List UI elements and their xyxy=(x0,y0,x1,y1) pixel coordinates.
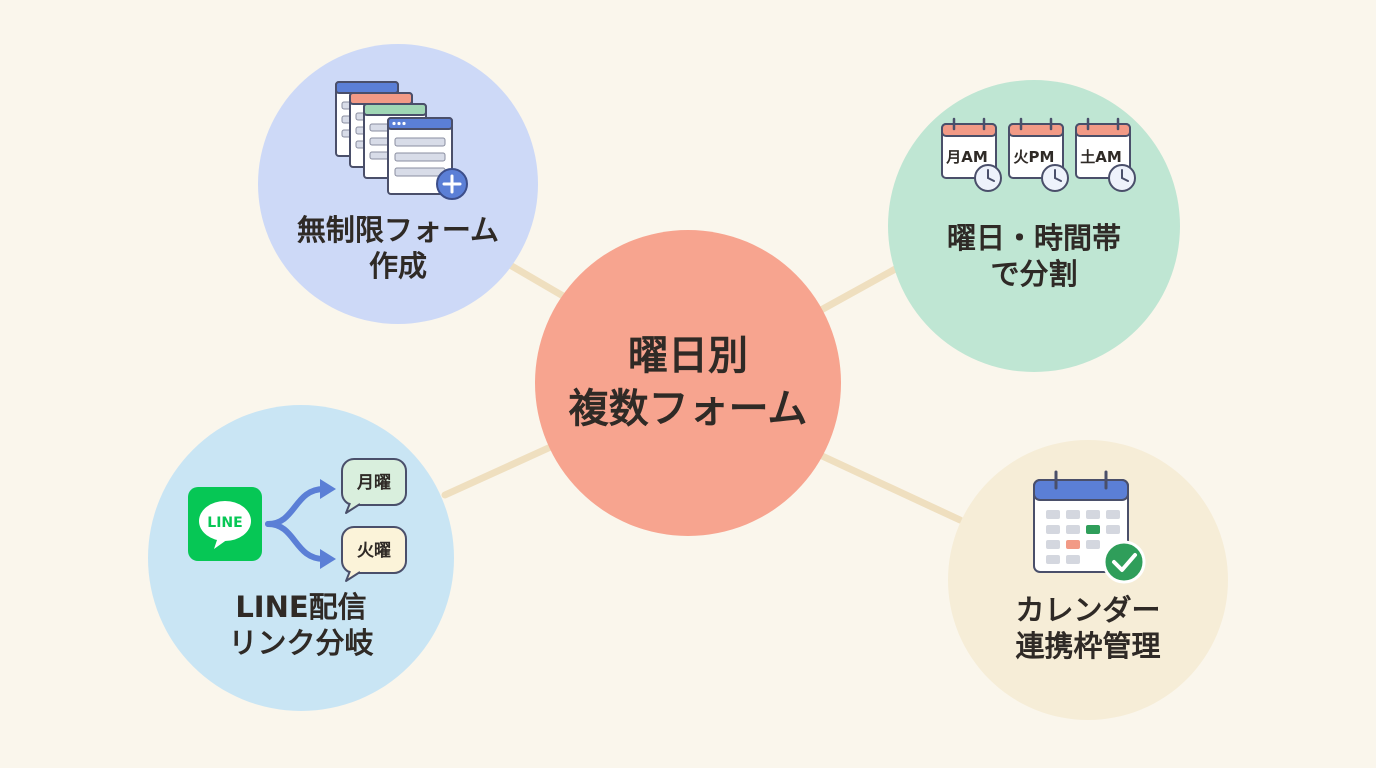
stacked-forms-plus-icon xyxy=(335,81,468,200)
line-label-line1: LINE配信 xyxy=(235,590,367,624)
check-icon xyxy=(1102,540,1146,584)
schedule-label-line1: 曜日・時間帯 xyxy=(946,221,1121,255)
line-label-line2: リンク分岐 xyxy=(228,626,374,661)
center-label: 曜日別 複数フォーム xyxy=(535,330,841,436)
node-unlimited-forms: 無制限フォーム 作成 xyxy=(258,44,538,324)
line-logo-icon: LINE xyxy=(188,487,262,561)
center-node: 曜日別 複数フォーム xyxy=(535,230,841,536)
calendar-tue-pm: 火PM xyxy=(1008,117,1069,192)
slot-booked-red xyxy=(1066,540,1080,549)
arrow-head-upper xyxy=(320,479,336,499)
forms-label-line2: 作成 xyxy=(368,249,427,284)
calendar-check-icon xyxy=(1033,470,1146,584)
calendar-label-tue-pm: 火PM xyxy=(1014,148,1055,166)
arrow-head-lower xyxy=(320,549,336,569)
connector-forms xyxy=(506,261,574,304)
connector-calendar xyxy=(816,451,964,524)
center-label-line2: 複数フォーム xyxy=(568,386,808,433)
branch-label-tuesday: 火曜 xyxy=(357,541,391,561)
node-calendar-slots: カレンダー 連携枠管理 xyxy=(948,440,1228,720)
forms-label: 無制限フォーム 作成 xyxy=(258,212,538,285)
connector-schedule xyxy=(808,258,912,319)
connector-line xyxy=(441,441,559,499)
plus-icon xyxy=(436,168,468,200)
forms-label-line1: 無制限フォーム xyxy=(296,213,500,247)
calendar-clock-icon: 月AM 火PM 土AM xyxy=(941,117,1136,192)
node-line-branching: LINE 月曜 火曜 LINE配信 リンク分岐 xyxy=(148,405,454,711)
line-logo-text: LINE xyxy=(207,515,242,531)
calendar-label-line2: 連携枠管理 xyxy=(1015,629,1161,664)
bubble-monday: 月曜 xyxy=(341,458,407,514)
schedule-label: 曜日・時間帯 で分割 xyxy=(888,220,1180,293)
calendar-mon-am: 月AM xyxy=(941,117,1002,192)
node-day-time-split: 月AM 火PM 土AM xyxy=(888,80,1180,372)
line-branch-icon: LINE 月曜 火曜 xyxy=(188,458,407,582)
calendar-sat-am: 土AM xyxy=(1075,117,1136,192)
branch-label-monday: 月曜 xyxy=(356,473,391,493)
schedule-label-line2: で分割 xyxy=(990,257,1078,292)
bubble-tuesday: 火曜 xyxy=(341,526,407,582)
line-label: LINE配信 リンク分岐 xyxy=(148,589,454,662)
calendar-label: カレンダー 連携枠管理 xyxy=(948,592,1228,665)
calendar-label-line1: カレンダー xyxy=(1015,593,1161,627)
center-label-line1: 曜日別 xyxy=(628,333,748,379)
branch-arrows-icon xyxy=(265,486,327,562)
calendar-label-mon-am: 月AM xyxy=(945,148,988,166)
calendar-label-sat-am: 土AM xyxy=(1080,148,1122,166)
slot-booked-green xyxy=(1086,525,1100,534)
